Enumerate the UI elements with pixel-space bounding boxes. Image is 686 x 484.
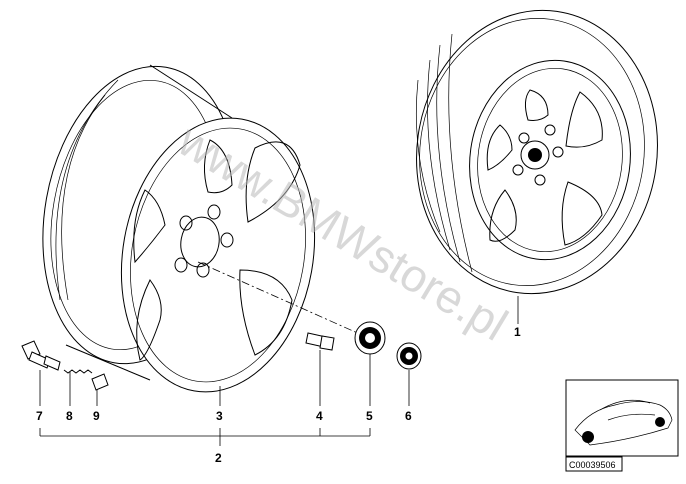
callout-7: 7 [36, 409, 43, 423]
complete-wheel-drawing [415, 9, 658, 295]
callout-3: 3 [216, 409, 223, 423]
callout-6: 6 [405, 409, 412, 423]
alloy-rim-drawing [42, 64, 316, 393]
emblem-drawing [396, 342, 422, 370]
callout-4: 4 [316, 409, 323, 423]
callout-1: 1 [514, 325, 521, 339]
valve-cap-drawing [91, 373, 109, 391]
valve-drawing [21, 340, 61, 371]
callout-8: 8 [66, 409, 73, 423]
wheel-bolt-drawing [305, 332, 335, 351]
callout-2: 2 [215, 451, 222, 465]
hub-cap-drawing [354, 321, 386, 355]
callout-5: 5 [366, 409, 373, 423]
leader-lines [39, 296, 519, 446]
vehicle-thumbnail: C00039506 [565, 379, 679, 472]
valve-core-drawing [63, 369, 93, 374]
diagram-reference-code: C00039506 [569, 460, 616, 470]
callout-9: 9 [93, 409, 100, 423]
